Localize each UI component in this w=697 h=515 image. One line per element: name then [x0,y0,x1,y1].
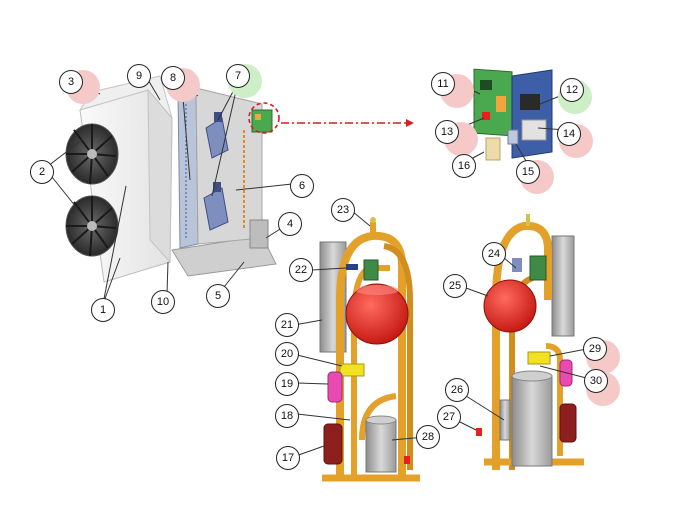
callout-29: 29 [583,337,607,361]
outdoor-unit-internals [171,87,280,277]
hydraulic-module-left [319,217,420,482]
callout-8: 8 [161,66,185,90]
outdoor-unit-casing [65,75,173,283]
hydraulic-module-right [476,214,584,470]
callout-5: 5 [206,284,230,308]
control-boards [473,68,553,161]
callout-19: 19 [275,372,299,396]
callout-23: 23 [331,198,355,222]
callout-10: 10 [151,290,175,314]
callout-26: 26 [445,378,469,402]
callout-1: 1 [91,298,115,322]
callout-13: 13 [435,120,459,144]
fan-motor-lower [203,182,229,231]
callout-30: 30 [584,369,608,393]
callout-7: 7 [226,64,250,88]
callout-4: 4 [278,212,302,236]
callout-25: 25 [443,274,467,298]
callout-15: 15 [516,160,540,184]
callout-14: 14 [557,122,581,146]
callout-27: 27 [437,405,461,429]
callout-24: 24 [482,242,506,266]
callout-12: 12 [560,78,584,102]
callout-21: 21 [275,313,299,337]
callout-22: 22 [289,258,313,282]
callout-2: 2 [30,160,54,184]
callout-16: 16 [452,154,476,178]
callout-20: 20 [275,342,299,366]
fan-lower [65,195,119,257]
callout-18: 18 [275,404,299,428]
callout-11: 11 [431,72,455,96]
callout-6: 6 [290,174,314,198]
callout-3: 3 [59,70,83,94]
callout-17: 17 [276,446,300,470]
callout-9: 9 [127,64,151,88]
callout-28: 28 [416,425,440,449]
fan-upper [65,123,119,185]
